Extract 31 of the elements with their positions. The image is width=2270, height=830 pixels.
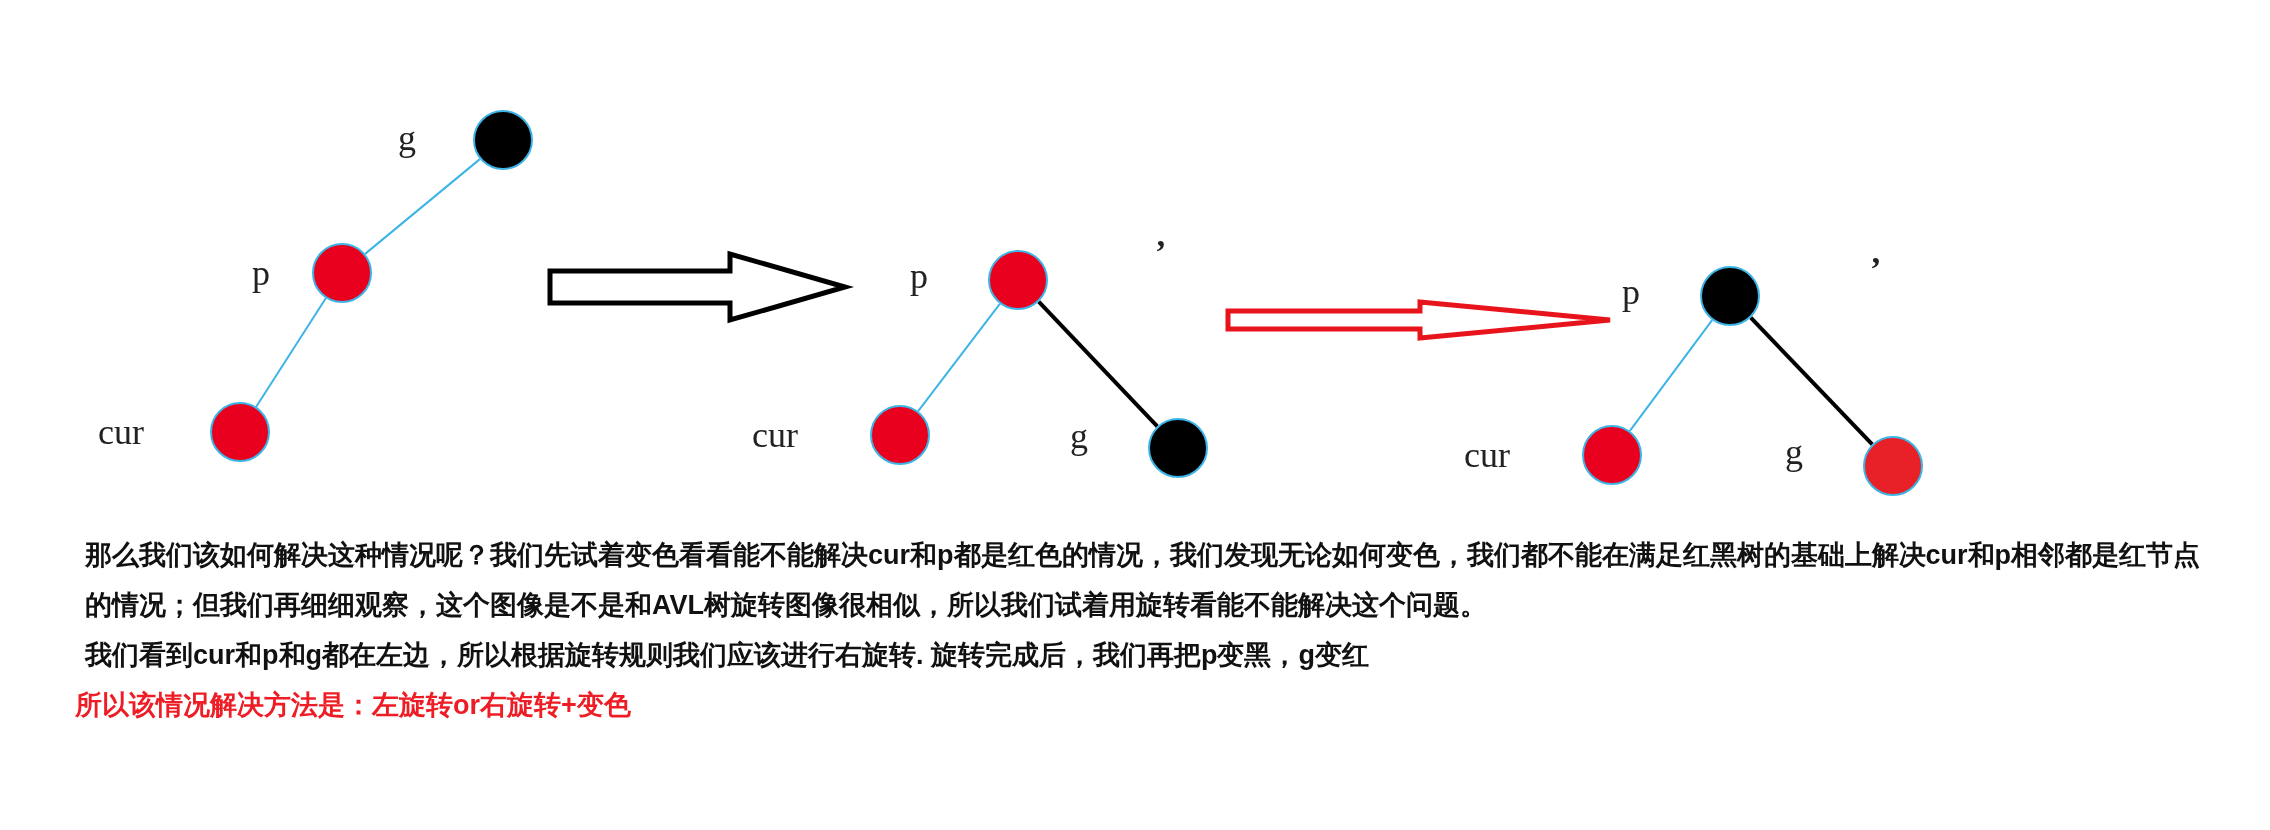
tree-edge-line: [255, 297, 327, 408]
node-letter: p: [252, 255, 270, 291]
tree-edge-line: [1749, 316, 1874, 446]
tree-edge-line: [364, 158, 481, 255]
node-letter: p: [910, 258, 928, 294]
explanation-paragraph: 我们看到cur和p和g都在左边，所以根据旋转规则我们应该进行右旋转. 旋转完成后，我们再把p变黑，g变红: [85, 639, 1369, 672]
tree-node-circle: [473, 110, 533, 170]
tree-node-circle: [1700, 266, 1760, 326]
tick-mark: ’: [1155, 235, 1167, 269]
tree-node-circle: [870, 405, 930, 465]
tree-edge-line: [1037, 300, 1159, 428]
conclusion-text: 所以该情况解决方法是：左旋转or右旋转+变色: [75, 689, 631, 722]
node-letter: p: [1622, 274, 1640, 310]
node-letter: cur: [1464, 437, 1510, 473]
tree-node-circle: [1582, 425, 1642, 485]
tick-mark: ’: [1870, 252, 1882, 286]
node-letter: g: [1785, 434, 1803, 470]
tree-node-circle: [1148, 418, 1208, 478]
tree-edge-line: [1628, 319, 1714, 432]
node-letter: cur: [752, 417, 798, 453]
explanation-paragraph: 那么我们该如何解决这种情况呢？我们先试着变色看看能不能解决cur和p都是红色的情况，我们发现无论如何变色，我们都不能在满足红黑树的基础上解决cur和p相邻都是红节点的情况；但我们再细细观察，这个图像是不是和AVL树旋转图像很相似，所以我们试着用旋转看能不能解决这个问题。: [85, 539, 2202, 622]
block-arrow: [547, 250, 855, 324]
tree-node-circle: [312, 243, 372, 303]
block-arrow: [1225, 299, 1613, 341]
tree-edge-line: [917, 302, 1001, 413]
node-letter: cur: [98, 414, 144, 450]
tree-node-circle: [988, 250, 1048, 310]
tree-node-circle: [210, 402, 270, 462]
node-letter: g: [398, 120, 416, 156]
node-letter: g: [1070, 418, 1088, 454]
tree-node-circle: [1863, 436, 1923, 496]
